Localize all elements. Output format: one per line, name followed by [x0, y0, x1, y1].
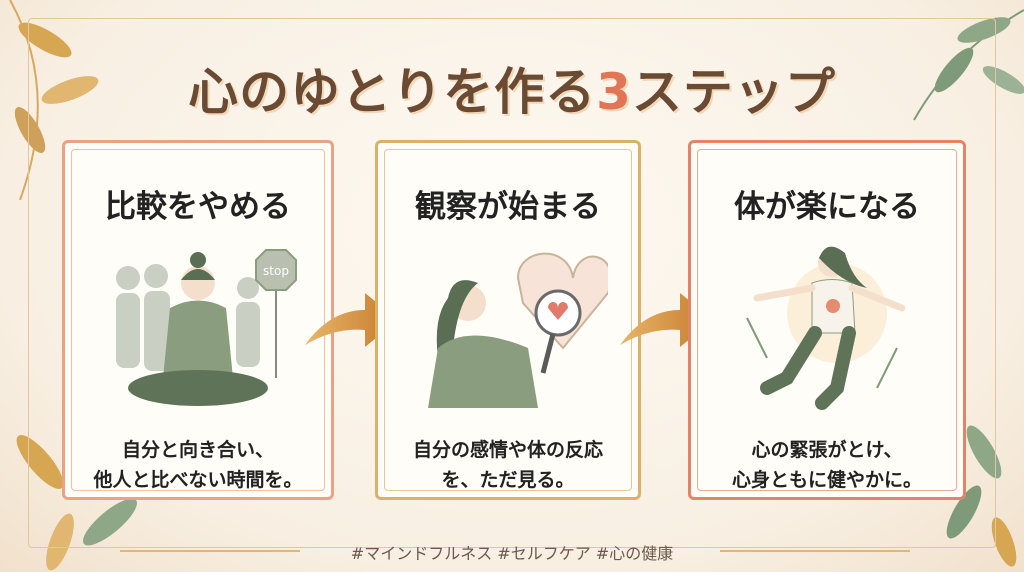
magnifier-icon: [534, 289, 582, 337]
hashtags: #マインドフルネス #セルフケア #心の健康: [350, 544, 674, 563]
step-heading: 体が楽になる: [734, 189, 920, 225]
step-card-3: 体が楽になる 心の緊張がとけ、心身ともに健やかに。: [688, 140, 966, 500]
meditation-illustration: stop: [116, 249, 297, 406]
step-description: 自分と向き合い、他人と比べない時間を。: [93, 439, 303, 491]
step-heading: 比較をやめる: [105, 189, 291, 225]
step-heading: 観察が始まる: [415, 189, 601, 225]
divider-line: [120, 550, 300, 552]
leaf-decoration-top-left: [9, 0, 99, 200]
stop-sign-icon: [255, 249, 297, 291]
step-description: 心の緊張がとけ、心身ともに健やかに。: [731, 439, 922, 491]
svg-text:stop: stop: [263, 264, 289, 278]
page-frame: [28, 18, 996, 548]
page-title: 心のゆとりを作る3ステップ: [188, 63, 836, 121]
step-card-1: 比較をやめる stop 自分と向き合い、他人と比べない時間を。: [62, 140, 334, 500]
step-card-2: 観察が始まる 自分の感情や体の反応を、ただ見る。: [375, 140, 641, 500]
step-description: 自分の感情や体の反応を、ただ見る。: [412, 439, 603, 491]
divider-line: [720, 550, 910, 552]
leaf-decoration-top-right: [913, 9, 1024, 121]
leaf-decoration-bottom-right: [946, 425, 1017, 567]
observation-illustration: [428, 252, 608, 408]
arrow-right-icon: [305, 293, 398, 347]
relaxed-floating-illustration: [746, 246, 906, 410]
